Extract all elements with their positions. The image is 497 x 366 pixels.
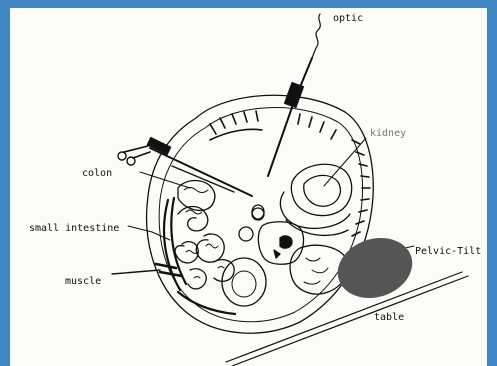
kidney-fat (280, 192, 350, 235)
grasper-ring-1 (118, 152, 126, 160)
spinal-canal (274, 236, 292, 258)
optic-cable (312, 14, 320, 58)
small-intestine-loops (175, 207, 234, 289)
colon-organ (178, 181, 215, 211)
optic-shaft (268, 58, 312, 176)
pelvic-tilt-wedge (330, 229, 420, 308)
label-pelvic-tilt: Pelvic-Tilt (415, 246, 481, 257)
second-instrument-shaft (172, 166, 234, 192)
label-colon: colon (82, 168, 112, 179)
muscle-pointer (112, 270, 160, 274)
optic-trocar-head (285, 83, 304, 108)
colon-pointer (140, 172, 190, 188)
label-kidney: kidney (370, 128, 406, 139)
vena-cava (239, 227, 253, 241)
label-table: table (374, 312, 404, 323)
label-small-intestine: small intestine (29, 223, 119, 234)
kidney-inner (304, 175, 341, 206)
lower-organ-inner (232, 271, 256, 297)
small-intestine-squiggles (186, 210, 224, 278)
tool-tip-ring (252, 205, 264, 219)
body-outline (147, 95, 374, 333)
grasper-shaft (150, 148, 252, 196)
colon-haustra (184, 188, 208, 193)
right-wall-hatching (352, 140, 370, 236)
kidney-organ (291, 164, 352, 215)
lower-organ (222, 258, 266, 306)
grasper-handle (124, 146, 150, 158)
muscle-wall (164, 198, 235, 314)
psoas-striation (304, 258, 328, 284)
label-muscle: muscle (65, 276, 101, 287)
label-optic: optic (333, 13, 363, 24)
aorta (252, 208, 264, 220)
